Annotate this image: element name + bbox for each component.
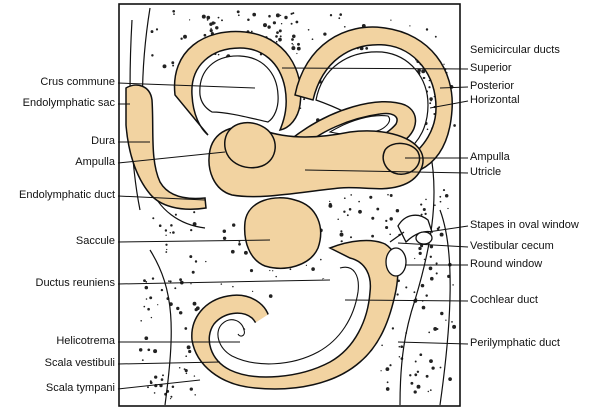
leader-line <box>439 86 469 89</box>
ampulla-left-shape <box>224 121 276 169</box>
leader-line <box>397 341 469 345</box>
label-posterior: Posterior <box>470 80 515 92</box>
label-saccule: Saccule <box>75 235 115 247</box>
label-ampulla-right: Ampulla <box>470 151 510 163</box>
label-horizontal: Horizontal <box>470 94 520 106</box>
saccule <box>243 197 322 269</box>
cochlear-inner-lumen <box>217 266 359 365</box>
leader-lines <box>117 67 469 390</box>
endolymphatic-sac <box>125 84 207 210</box>
stapes <box>389 214 433 245</box>
leader-line <box>117 82 256 89</box>
leader-line <box>344 299 469 302</box>
label-utricle: Utricle <box>470 166 502 178</box>
label-scala-vestibuli: Scala vestibuli <box>44 357 115 369</box>
leader-line <box>429 100 469 109</box>
leader-line <box>117 379 201 390</box>
leader-line <box>304 169 469 174</box>
superior-canal-lumen <box>199 55 279 123</box>
leader-line <box>427 225 469 233</box>
label-stapes-oval-window: Stapes in oval window <box>470 219 579 231</box>
label-cochlear-duct: Cochlear duct <box>470 294 538 306</box>
leader-line <box>117 361 221 365</box>
label-dura: Dura <box>91 135 115 147</box>
leader-line <box>117 279 331 285</box>
leader-line <box>117 195 206 201</box>
label-endolymphatic-sac: Endolymphatic sac <box>22 97 115 109</box>
label-superior: Superior <box>470 62 512 74</box>
label-vestibular-cecum: Vestibular cecum <box>470 240 554 252</box>
label-ductus-reuniens: Ductus reuniens <box>35 277 116 289</box>
label-helicotrema: Helicotrema <box>56 335 115 347</box>
leader-line <box>397 242 469 248</box>
label-semicircular-ducts: Semicircular ducts <box>470 44 560 56</box>
label-perilymphatic-duct: Perilymphatic duct <box>470 337 560 349</box>
label-ampulla-left: Ampulla <box>75 156 115 168</box>
label-crus-commune: Crus commune <box>40 76 115 88</box>
leader-line <box>117 151 226 164</box>
label-round-window: Round window <box>470 258 543 270</box>
leader-line <box>117 239 271 243</box>
ampulla-right-shape <box>382 142 421 175</box>
superior-canal <box>173 30 302 136</box>
label-scala-tympani: Scala tympani <box>45 382 115 394</box>
leader-line <box>281 67 469 70</box>
label-endolymphatic-duct: Endolymphatic duct <box>19 189 115 201</box>
round-window <box>385 247 407 277</box>
